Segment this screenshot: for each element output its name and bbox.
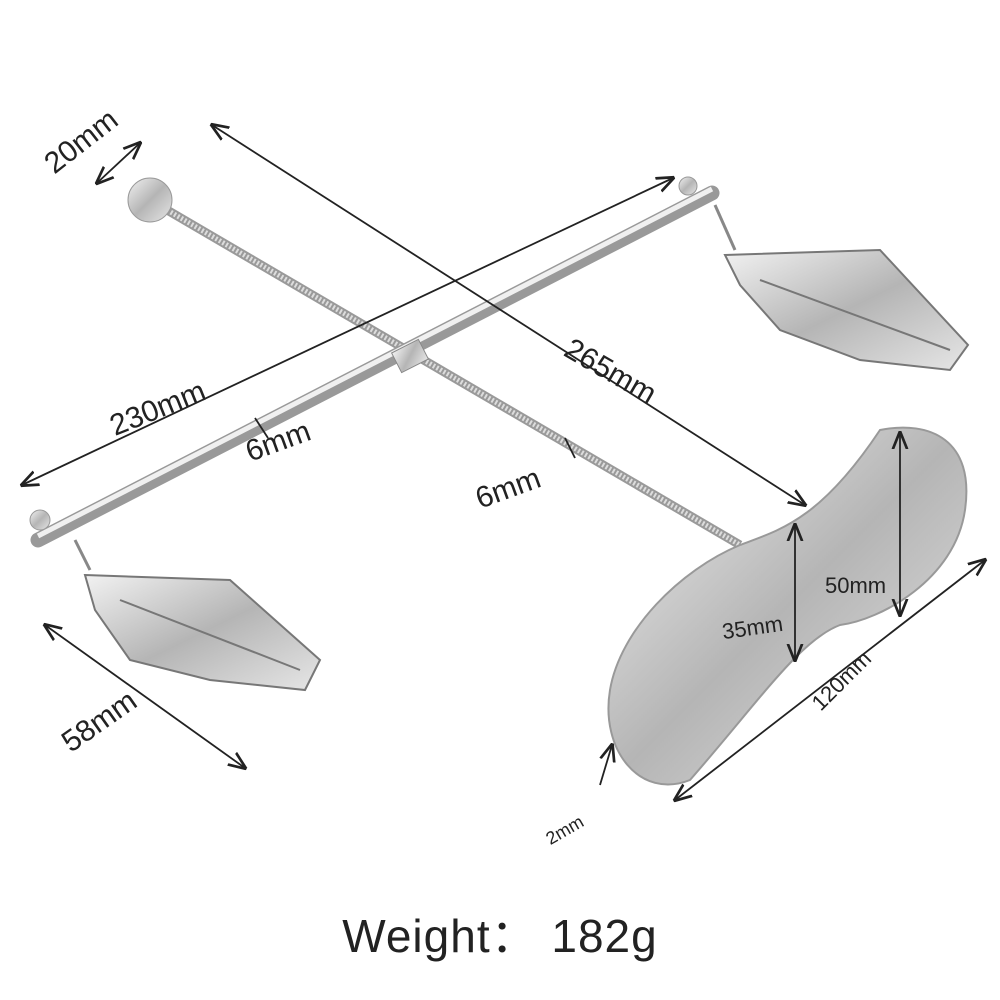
clamp-right xyxy=(713,204,970,372)
ball-end xyxy=(127,177,173,223)
clamp-left xyxy=(73,539,322,692)
plate-wide-width-label: 50mm xyxy=(825,573,887,598)
weight-label: Weight： 182g xyxy=(342,910,658,962)
dimension-lines xyxy=(22,125,985,800)
paddle-plate xyxy=(607,426,968,786)
